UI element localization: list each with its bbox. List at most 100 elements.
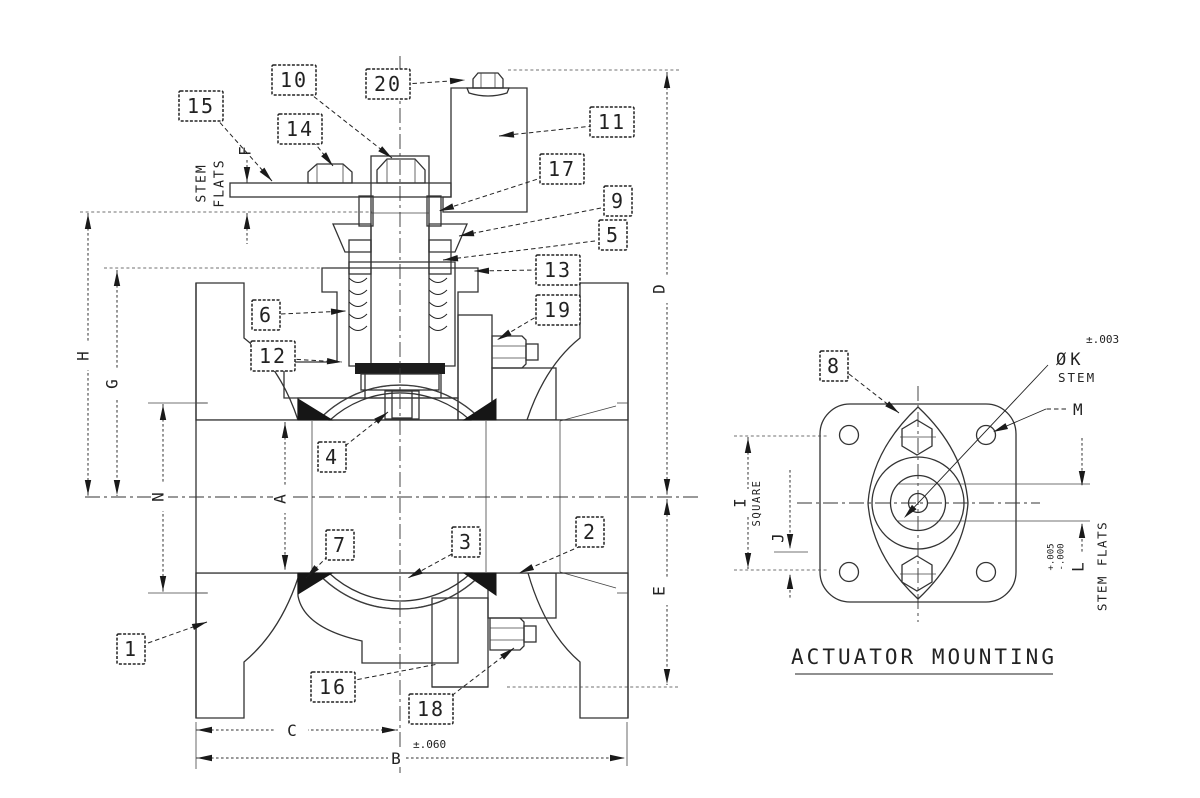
dim-label-l: L	[1069, 562, 1088, 572]
dim-label-c: C	[287, 721, 297, 740]
spring-stack-left	[348, 277, 368, 331]
callout-box	[575, 516, 605, 548]
callout-number: 7	[333, 533, 347, 557]
end-adapter-lower	[487, 572, 557, 619]
callout-17: 17	[438, 153, 585, 212]
dimension-arrowhead	[663, 669, 671, 684]
dimension-arrowhead	[610, 754, 625, 762]
packing-follower-right	[428, 223, 468, 253]
dimension-arrowhead	[663, 73, 671, 88]
dimension-arrowhead	[84, 480, 92, 495]
hex-boss-top	[901, 419, 933, 456]
gland-bushing-right	[426, 195, 442, 227]
mounting-bracket	[442, 87, 528, 213]
callout-box	[310, 671, 356, 703]
i-square-label: SQUARE	[751, 480, 763, 527]
callout-box	[603, 185, 633, 217]
body-bolt-top-stub	[525, 343, 539, 361]
ball-lower	[327, 572, 473, 602]
l-tolerance-plus: +.005	[1047, 543, 1057, 570]
callout-box	[819, 350, 849, 382]
seat-left-bottom	[297, 572, 334, 595]
callout-number: 16	[319, 675, 347, 699]
stem-tang	[391, 390, 413, 419]
ball-slot	[384, 390, 420, 420]
l-stem-flats-label: STEM FLATS	[1095, 521, 1110, 611]
dimension-arrowhead	[382, 726, 397, 734]
callout-leader	[442, 240, 596, 261]
gland-nut	[307, 163, 353, 184]
callout-arrowhead	[439, 203, 455, 211]
dimension-arrowhead	[197, 754, 212, 762]
seat-right-top	[462, 398, 497, 421]
callout-leader	[404, 79, 466, 85]
callout-number: 9	[611, 189, 625, 213]
callout-3: 3	[407, 526, 481, 579]
callout-number: 4	[325, 445, 339, 469]
callout-13: 13	[473, 254, 581, 286]
callout-box	[535, 294, 581, 326]
callout-14: 14	[277, 113, 334, 167]
callout-leader	[496, 313, 542, 341]
callout-number: 6	[259, 303, 273, 327]
dimension-arrowhead	[786, 534, 794, 549]
callout-1: 1	[116, 621, 208, 665]
callout-11: 11	[498, 106, 635, 138]
callout-9: 9	[458, 185, 633, 237]
callout-8: 8	[819, 350, 900, 414]
seat-left-top	[297, 398, 334, 421]
callout-number: 15	[187, 94, 215, 118]
packing-left	[348, 239, 372, 275]
dimension-arrowhead	[159, 405, 167, 420]
callout-leader	[458, 207, 602, 237]
stem-flats-label-word2: FLATS	[213, 158, 228, 207]
mounting-hole-br	[975, 561, 997, 583]
callout-box	[271, 64, 317, 96]
callout-number: 1	[124, 637, 138, 661]
callout-box	[535, 254, 581, 286]
dimension-arrowhead	[281, 555, 289, 570]
stem-flats-label-word1: STEM	[195, 163, 210, 202]
callout-number: 12	[259, 344, 287, 368]
callout-box	[598, 219, 628, 251]
k-tolerance: ±.003	[1086, 333, 1119, 346]
bottom-lug	[431, 597, 489, 688]
l-tolerance-minus: -.000	[1057, 543, 1067, 570]
dim-label-m: M	[1073, 400, 1083, 419]
callout-2: 2	[518, 516, 605, 574]
flow-bore	[196, 420, 628, 573]
k-stem-label: STEM	[1058, 370, 1096, 385]
callout-arrowhead	[474, 267, 490, 274]
left-flange-lower	[195, 572, 299, 719]
dimension-arrowhead	[1078, 523, 1086, 538]
callout-arrowhead	[326, 357, 342, 365]
callout-18: 18	[408, 647, 515, 725]
callout-box	[250, 340, 296, 372]
dimension-arrowhead	[113, 271, 121, 286]
callout-10: 10	[271, 64, 393, 159]
callout-7: 7	[305, 529, 355, 579]
dimension-arrowhead	[663, 479, 671, 494]
dim-label-g: G	[103, 379, 122, 389]
ball-upper	[328, 392, 472, 421]
callout-19: 19	[496, 294, 581, 341]
callout-number: 2	[583, 520, 597, 544]
callout-arrowhead	[500, 648, 514, 660]
dim-label-a: A	[271, 494, 290, 504]
dimension-arrowhead	[993, 423, 1009, 432]
callout-number: 20	[374, 72, 402, 96]
dimension-arrowhead	[197, 726, 212, 734]
dimension-arrowhead	[744, 553, 752, 568]
dimension-arrows	[84, 73, 1086, 762]
callout-number: 11	[598, 110, 626, 134]
callout-number: 19	[544, 298, 572, 322]
detail-title: ACTUATOR MOUNTING	[791, 645, 1057, 669]
callout-number: 17	[548, 157, 576, 181]
body-bolt-top	[491, 335, 527, 369]
mounting-plate	[229, 182, 452, 198]
callout-arrowhead	[459, 229, 475, 237]
dim-label-i: I	[731, 498, 750, 508]
